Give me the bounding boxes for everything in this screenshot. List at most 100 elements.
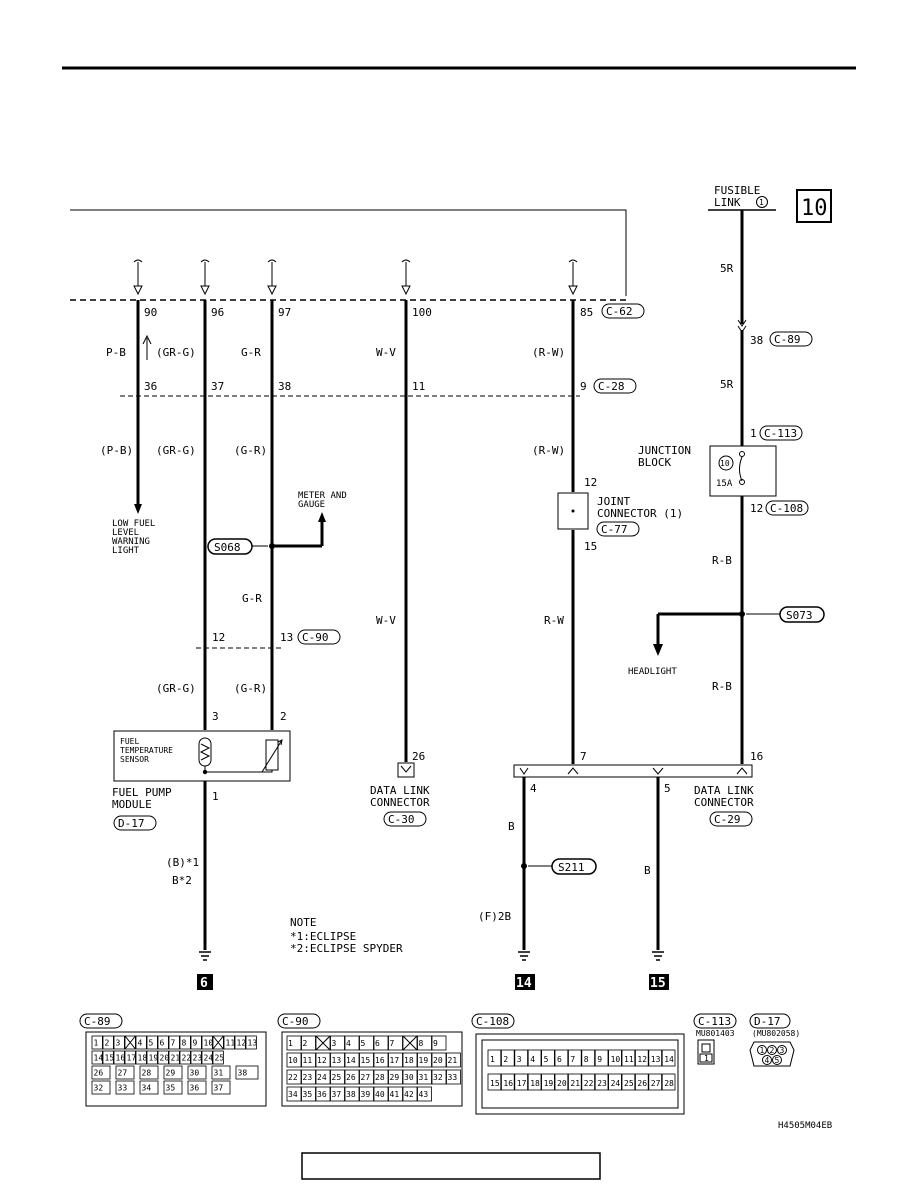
connector-pin-number: 29: [166, 1069, 176, 1078]
wire-label: B*2: [172, 874, 192, 887]
connector-pin-number: 4: [346, 1039, 351, 1048]
wire-label: (GR-G): [156, 444, 196, 457]
connector-cell: [91, 1050, 103, 1065]
connector-pin-number: 13: [248, 1039, 258, 1048]
wire-label: W-V: [376, 614, 396, 627]
connector-pin-number: 43: [419, 1090, 429, 1099]
wire-label: (GR-G): [156, 346, 196, 359]
ref-c89: C-89: [774, 333, 801, 346]
connector-cell: [581, 1073, 595, 1091]
connector-cell: [417, 1069, 432, 1085]
connector-cell: [527, 1073, 542, 1091]
connector-pin-number: 6: [375, 1039, 380, 1048]
ground-icon: [652, 951, 664, 961]
connector-cell: [315, 1069, 331, 1085]
sensor-internal-wire: [204, 766, 273, 773]
connector-cell: [330, 1052, 345, 1068]
connector-pin-number: 31: [419, 1073, 429, 1082]
connector-pin-number: 18: [404, 1056, 414, 1065]
connector-pin-number: 27: [361, 1073, 371, 1082]
connector-pin-number: 18: [530, 1079, 540, 1088]
fuse-num: 10: [720, 459, 730, 468]
fuse-rating: 15A: [716, 479, 733, 489]
connector-cell: [223, 1035, 235, 1050]
footer-box: [301, 1152, 601, 1180]
connector-cell: [135, 1050, 147, 1065]
connector-pin-number: 3: [780, 1046, 785, 1055]
ground-14-badge: [515, 974, 535, 990]
connector-pin-number: 28: [664, 1079, 674, 1088]
connector-pin-number: 15: [105, 1054, 115, 1063]
connector-pin-number: 21: [171, 1054, 181, 1063]
connector-pin-number: 11: [303, 1056, 313, 1065]
connector-pin-number: 10: [611, 1055, 621, 1064]
connector-cell: [168, 1035, 180, 1050]
connector-cell: [157, 1050, 169, 1065]
pin-label: 4: [530, 782, 537, 795]
svg-text:LIGHT: LIGHT: [112, 546, 140, 556]
svg-text:CONNECTOR (1): CONNECTOR (1): [597, 507, 683, 520]
svg-text:JUNCTION: JUNCTION: [638, 444, 691, 457]
dlc-pin-marks: [519, 767, 748, 775]
connector-pin-number: 23: [303, 1073, 313, 1082]
wire-label: (F)2B: [478, 910, 511, 923]
connector-pin-number: 4: [530, 1055, 535, 1064]
connector-pin-number: 3: [332, 1039, 337, 1048]
connector-pin-number: 35: [303, 1090, 313, 1099]
connector-cell: [487, 1049, 502, 1067]
connector-pin: [767, 1045, 777, 1055]
connector-pin-number: 10: [204, 1039, 214, 1048]
connector-cell: [402, 1069, 418, 1085]
connector-cell: [594, 1049, 609, 1067]
splice-s073: S073: [786, 609, 813, 622]
connector-cell: [115, 1065, 135, 1080]
connector-cell: [157, 1035, 169, 1050]
headlight-label: HEADLIGHT: [628, 667, 677, 677]
ref-c29: C-29: [714, 813, 741, 826]
connector-cell: [568, 1049, 582, 1067]
connector-cell: [514, 1073, 528, 1091]
connector-cell: [344, 1069, 360, 1085]
connector-cell: [402, 1052, 418, 1068]
connector-cell: [245, 1035, 257, 1050]
ecu-pin-label: 100: [412, 306, 432, 319]
ground-6-label: 6: [200, 976, 208, 991]
connector-pin-number: 12: [317, 1056, 327, 1065]
connector-pin-number: 5: [544, 1055, 549, 1064]
connector-cell: [554, 1073, 569, 1091]
connector-cell: [190, 1035, 202, 1050]
connector-pin-number: 25: [215, 1054, 225, 1063]
ecu-pin-label: 90: [144, 306, 157, 319]
connector-pin-number: 1: [490, 1055, 495, 1064]
ref-c108-pill: [765, 500, 809, 516]
connector-cell: [91, 1065, 111, 1080]
connector-cell: [527, 1049, 542, 1067]
connector-cell: [91, 1035, 103, 1050]
wire-label: R-B: [712, 554, 732, 567]
connector-cell: [315, 1052, 331, 1068]
connector-pin-number: 38: [346, 1090, 356, 1099]
svg-text:C-113: C-113: [698, 1015, 731, 1028]
connector-pin-number: 8: [419, 1039, 424, 1048]
svg-text:MODULE: MODULE: [112, 798, 152, 811]
wire-label: W-V: [376, 346, 396, 359]
connector-cell: [621, 1073, 636, 1091]
connector-pin-number: 10: [288, 1056, 298, 1065]
connector-cell: [102, 1035, 114, 1050]
connector-pin-number: 2: [303, 1039, 308, 1048]
connector-cell: [500, 1073, 515, 1091]
wire-label: 5R: [720, 378, 734, 391]
connector-pin-number: 9: [193, 1039, 198, 1048]
connector-cell: [124, 1050, 136, 1065]
connector-pin-number: 12: [237, 1039, 247, 1048]
connector-cell: [359, 1035, 374, 1051]
connector-cell: [330, 1069, 345, 1085]
wire-label: (G-R): [234, 444, 267, 457]
svg-text:LOW FUEL: LOW FUEL: [112, 519, 155, 529]
connector-cell: [301, 1086, 316, 1102]
junction-block-label: JUNCTION BLOCK: [638, 444, 691, 469]
connector-cell: [301, 1035, 316, 1051]
